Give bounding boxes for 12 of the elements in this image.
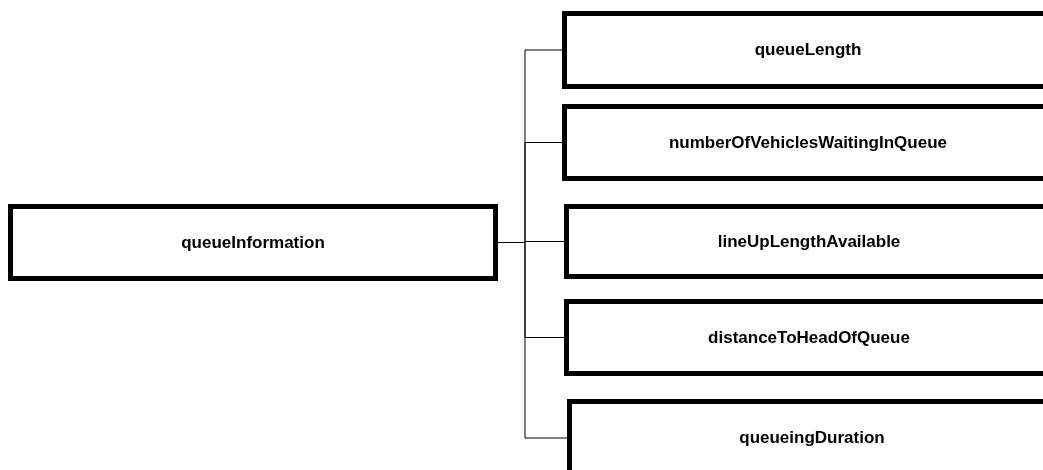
class-box — [8, 204, 498, 281]
box-label: distanceToHeadOfQueue — [708, 326, 910, 349]
box-label: queueLength — [754, 39, 862, 62]
class-box — [567, 399, 1043, 470]
class-box — [564, 299, 1043, 376]
box-label: lineUpLengthAvailable — [717, 230, 901, 253]
box-label: queueingDuration — [739, 427, 885, 450]
class-box — [562, 104, 1043, 181]
class-box — [564, 204, 1043, 279]
box-label: numberOfVehiclesWaitingInQueue — [669, 131, 947, 154]
class-box — [562, 11, 1043, 89]
box-label: queueInformation — [181, 231, 325, 254]
